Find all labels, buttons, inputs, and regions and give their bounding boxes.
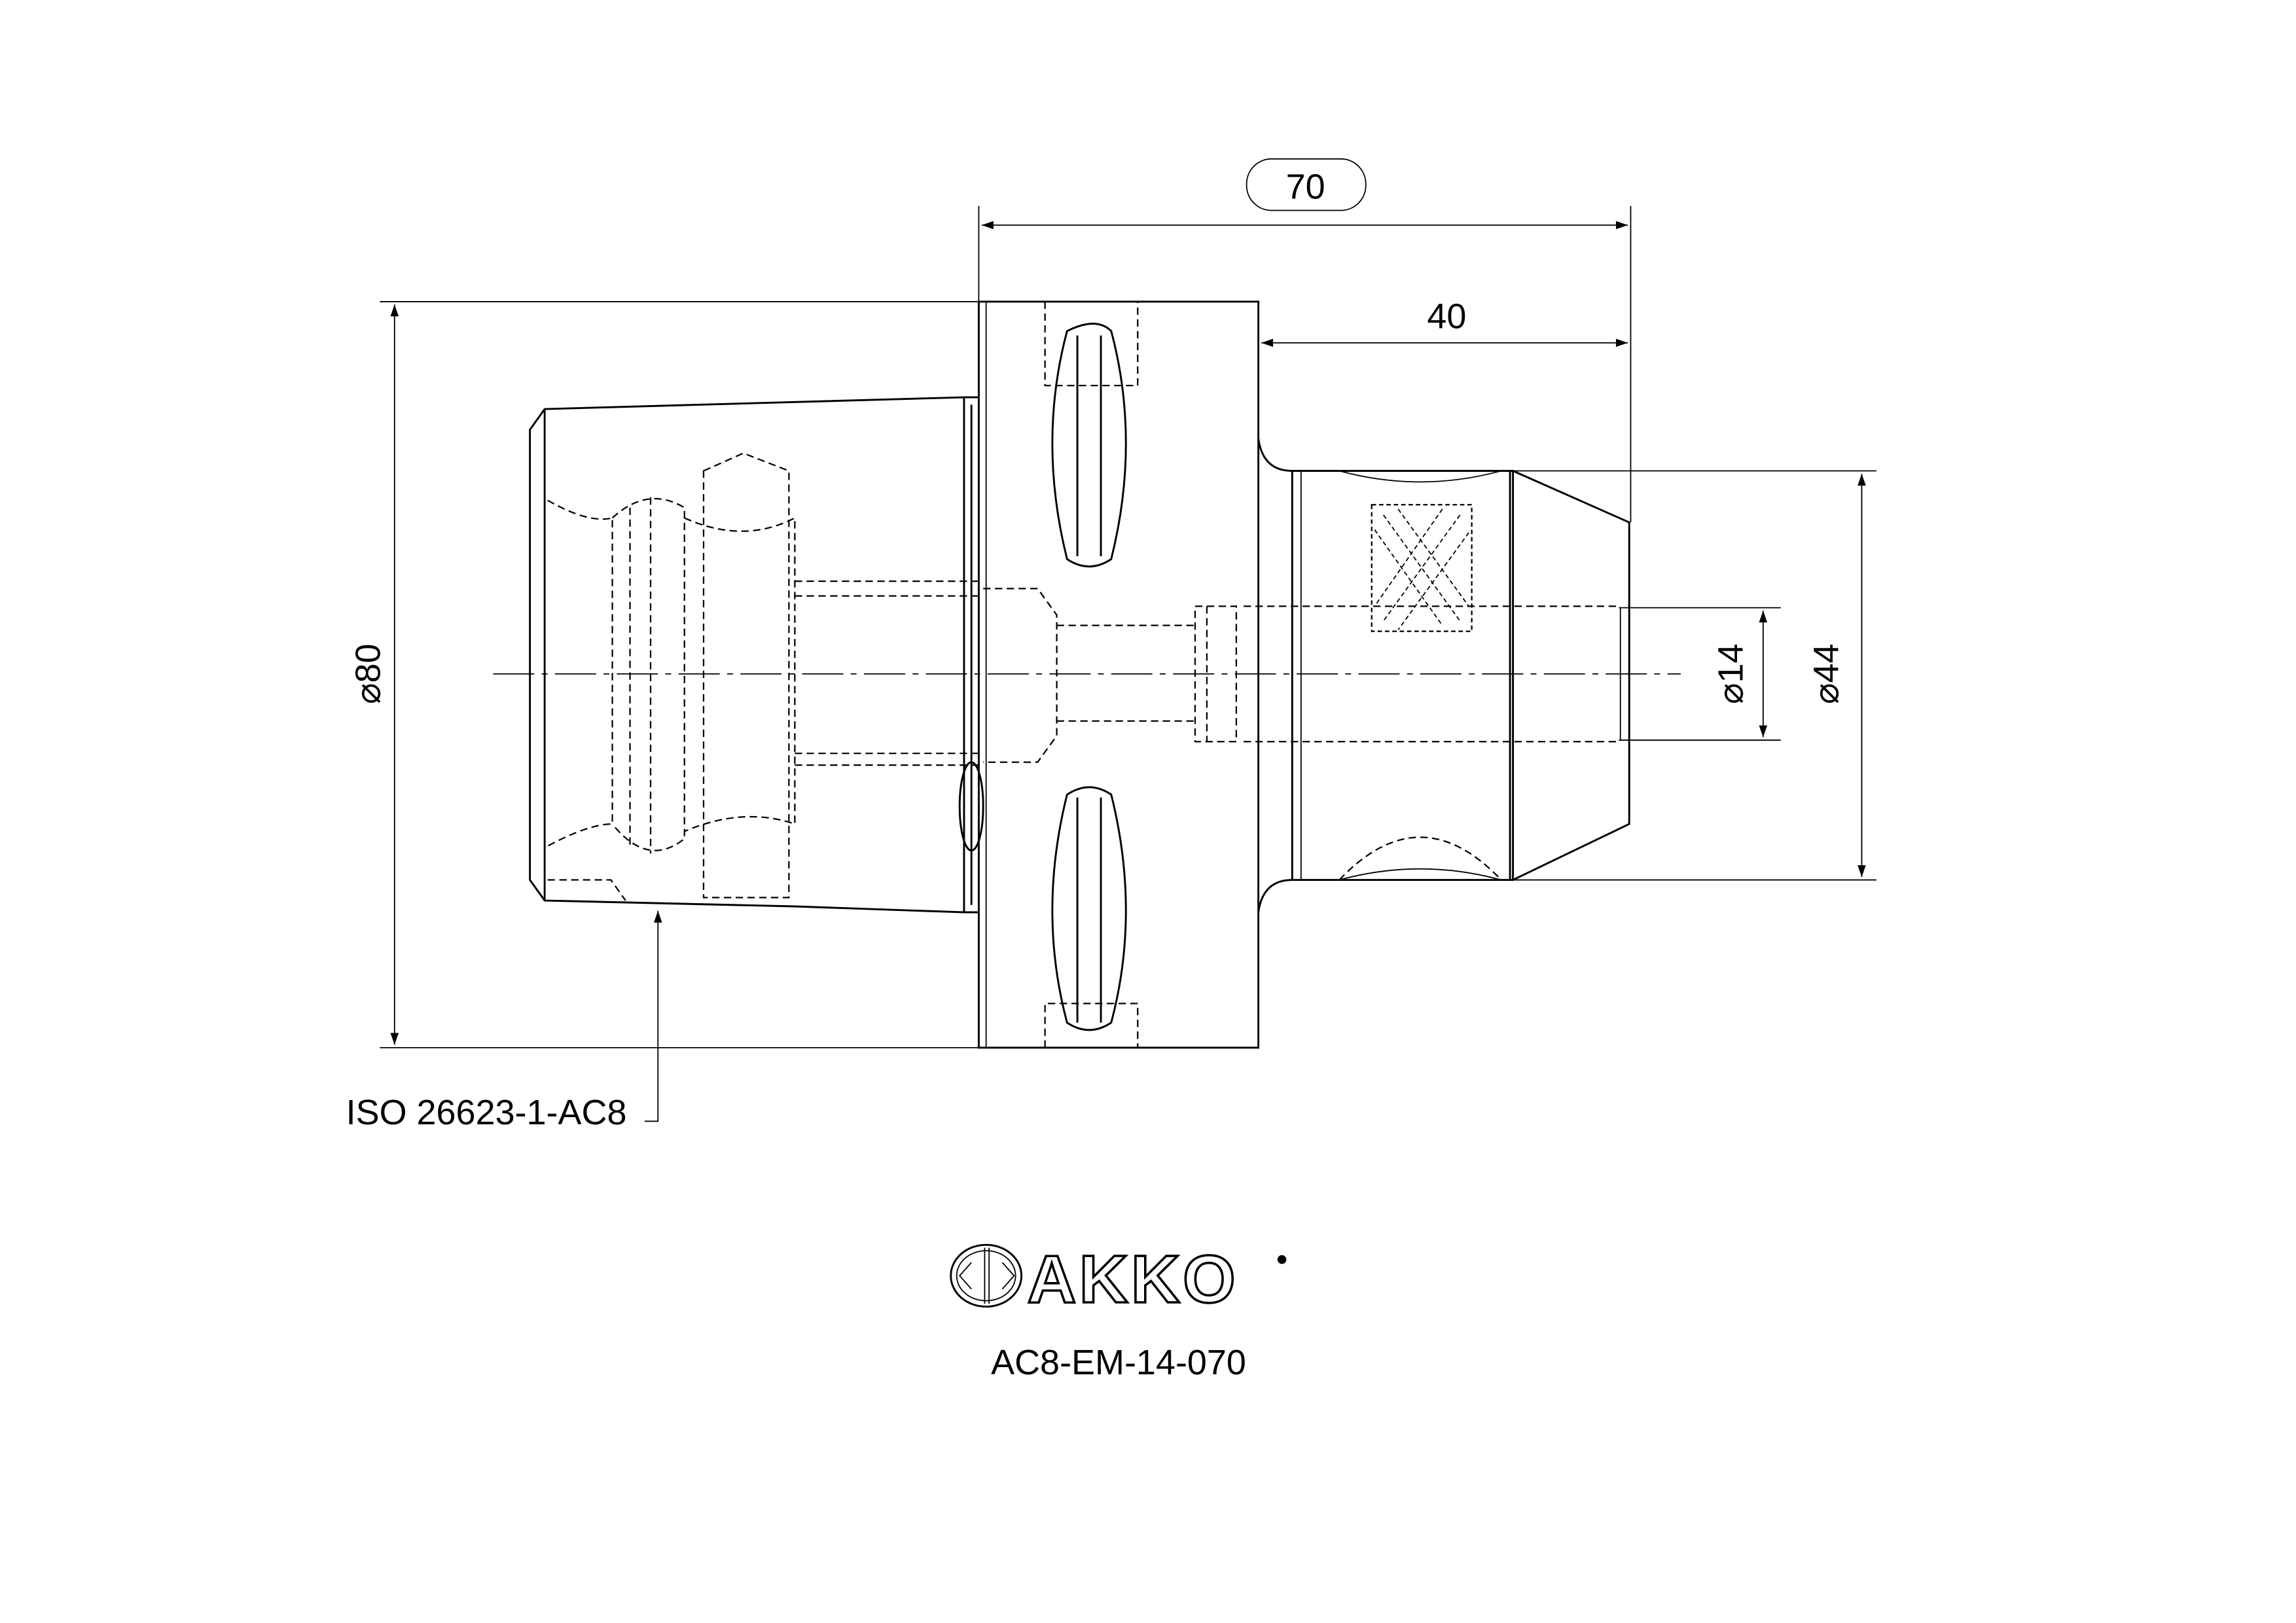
dimension-overall-length: 70 <box>978 158 1632 523</box>
dim-44-label: ⌀44 <box>1807 644 1846 705</box>
akko-logo: AKKO <box>950 1240 1287 1318</box>
dim-14-label: ⌀14 <box>1711 644 1750 705</box>
dim-80-label: ⌀80 <box>348 644 387 705</box>
logo-wordmark: AKKO <box>1028 1241 1238 1317</box>
dim-40-label: 40 <box>1427 296 1466 336</box>
flange <box>958 300 1260 1049</box>
akko-emblem-icon <box>950 1243 1023 1308</box>
part-number: AC8-EM-14-070 <box>991 1343 1246 1382</box>
cylindrical-shank <box>1244 438 1630 913</box>
clamping-flat-hatch <box>1371 504 1473 632</box>
interface-label: ISO 26623-1-AC8 <box>346 1093 627 1132</box>
dimension-bore-diameter: ⌀14 <box>1619 607 1781 741</box>
dimension-shank-diameter: ⌀44 <box>1513 470 1876 881</box>
dim-70-label: 70 <box>1286 168 1325 207</box>
polygon-taper <box>529 396 984 914</box>
dimension-flange-diameter: ⌀80 <box>348 301 979 1048</box>
registered-mark-icon <box>1277 1255 1287 1264</box>
interface-callout: ISO 26623-1-AC8 <box>346 910 662 1132</box>
dimension-shank-length: 40 <box>1261 296 1628 348</box>
